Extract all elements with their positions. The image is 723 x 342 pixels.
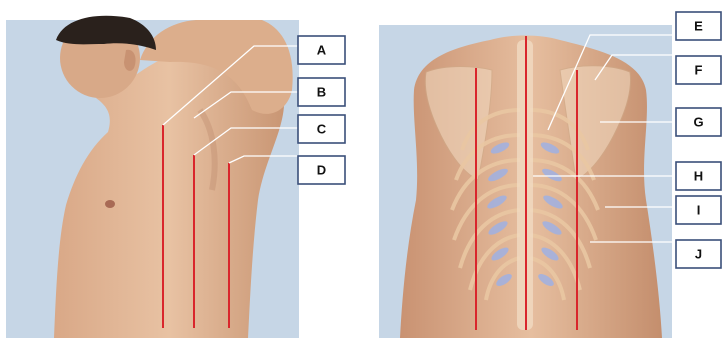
lateral-view-panel: [6, 16, 299, 338]
label-e: E: [676, 12, 721, 40]
label-i-text: I: [697, 203, 701, 218]
label-c: C: [298, 115, 345, 143]
label-d-text: D: [317, 163, 326, 178]
label-g-text: G: [693, 115, 703, 130]
label-j: J: [676, 240, 721, 268]
label-f: F: [676, 56, 721, 84]
label-h: H: [676, 162, 721, 190]
label-e-text: E: [694, 19, 703, 34]
label-j-text: J: [695, 247, 702, 262]
label-b: B: [298, 78, 345, 106]
nipple: [105, 200, 115, 208]
label-i: I: [676, 196, 721, 224]
label-h-text: H: [694, 169, 703, 184]
label-b-text: B: [317, 85, 326, 100]
label-a-text: A: [317, 43, 327, 58]
label-f-text: F: [695, 63, 703, 78]
posterior-view-panel: [379, 25, 676, 338]
label-a: A: [298, 36, 345, 64]
label-d: D: [298, 156, 345, 184]
label-c-text: C: [317, 122, 327, 137]
label-g: G: [676, 108, 721, 136]
